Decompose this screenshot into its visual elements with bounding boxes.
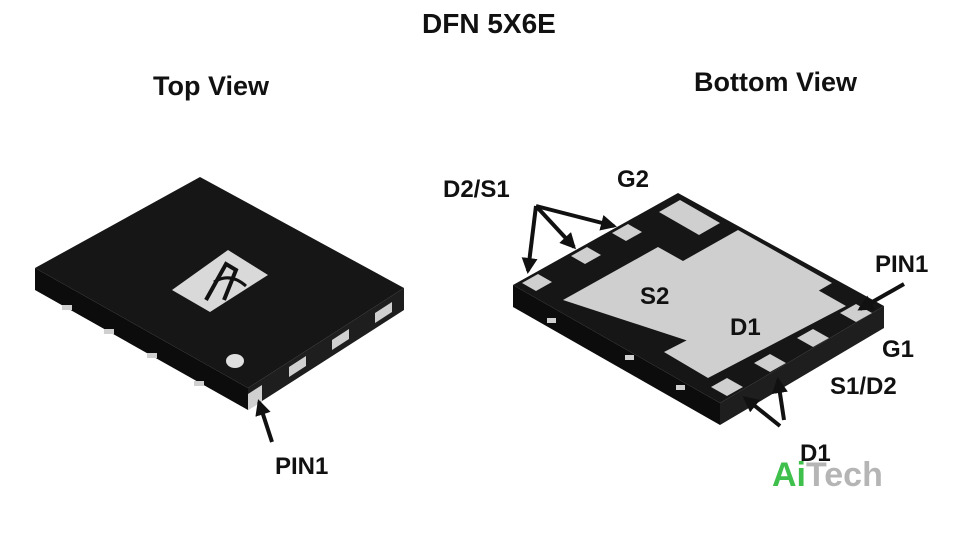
watermark-ai: Ai — [772, 456, 806, 494]
d2s1-pad — [522, 274, 552, 291]
g2-label: G2 — [617, 166, 650, 193]
top-package-left-side — [35, 268, 248, 410]
g1-pad — [797, 329, 829, 347]
pin1-dot — [226, 354, 244, 368]
s1d2-pad — [754, 354, 786, 372]
d2s1-arrow-2 — [534, 204, 577, 250]
g1-label: G1 — [882, 336, 915, 363]
bottom-left-side-pad — [547, 318, 556, 323]
d1-arrow-2 — [772, 377, 788, 421]
logo-icon — [204, 261, 247, 301]
top-pin1-label: PIN1 — [275, 453, 329, 480]
bottom-left-side-pad — [676, 385, 685, 390]
top-left-pad — [194, 381, 204, 386]
s1d2-label: S1/D2 — [830, 373, 897, 400]
diagram-title: DFN 5X6E — [422, 8, 556, 39]
top-left-pad — [62, 305, 72, 310]
s2-label: S2 — [640, 283, 670, 310]
bottom-view-heading: Bottom View — [694, 67, 858, 97]
d2s1-arrow-1 — [521, 205, 538, 274]
bottom-view-package — [513, 193, 905, 428]
bottom-pin1-arrow — [857, 282, 905, 311]
top-left-pad — [104, 329, 114, 334]
logo-plate — [172, 250, 268, 312]
top-right-pad — [375, 302, 392, 323]
top-right-pad — [289, 356, 306, 377]
top-right-pad — [332, 329, 349, 350]
top-pin1-arrow — [255, 399, 274, 443]
d1-arrow-1 — [742, 396, 782, 428]
d2s1-label: D2/S1 — [443, 176, 510, 203]
d1-pad-label: D1 — [730, 314, 761, 341]
d1-exposed-pad — [664, 281, 846, 378]
top-left-pad — [147, 353, 157, 358]
d2s1-arrow-3 — [535, 204, 617, 231]
d2s1-pad — [571, 247, 601, 264]
top-view-heading: Top View — [153, 71, 270, 101]
d1-bottom-label: D1 — [800, 440, 831, 467]
watermark-tech: Tech — [806, 456, 883, 494]
d2s1-pad — [612, 224, 642, 241]
top-package-right-side — [248, 288, 404, 410]
top-view-package — [35, 177, 404, 443]
bottom-pin1-label: PIN1 — [875, 251, 929, 278]
watermark-logo: AiTech — [772, 456, 883, 495]
s1d2-pad — [711, 378, 743, 396]
bottom-package-right-side — [720, 306, 884, 425]
g2-pad — [659, 200, 720, 235]
bottom-package-left-side — [513, 285, 720, 425]
bottom-left-side-pad — [625, 355, 634, 360]
